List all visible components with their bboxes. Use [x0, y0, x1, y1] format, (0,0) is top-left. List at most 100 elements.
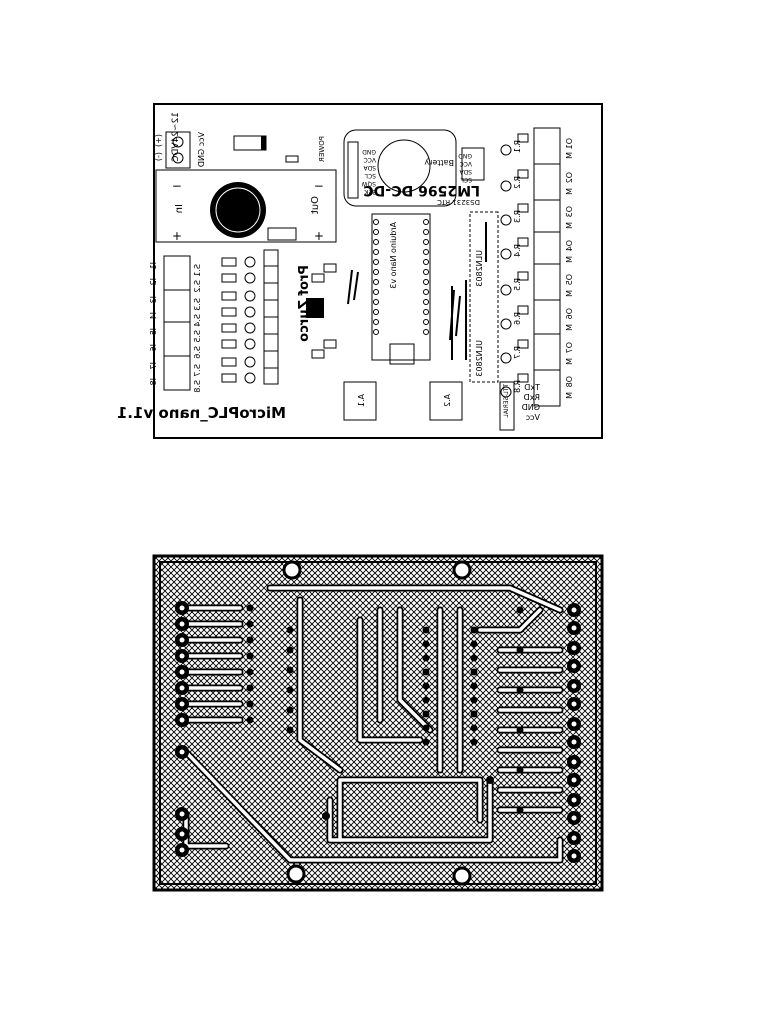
regulator-label: LM2596 DC-DC: [363, 182, 480, 198]
svg-text:S.5: S.5: [193, 330, 202, 343]
ttl-serial-header: [499, 381, 515, 431]
svg-text:M: M: [565, 152, 574, 159]
svg-text:I6: I6: [149, 344, 158, 351]
svg-text:O6: O6: [565, 308, 574, 319]
minus-label: (-): [154, 152, 163, 161]
svg-text:O2: O2: [565, 172, 574, 183]
regulator-in-label: In: [174, 204, 185, 213]
output-labels: O1 M O2 M O3 M O4 M O5 M O6 M O7 M O8 M: [565, 138, 574, 399]
svg-text:SQW: SQW: [361, 180, 376, 187]
svg-text:S.6: S.6: [193, 346, 202, 359]
input-labels: I1 I2 I3 I4 I5 I6 I7 I8: [149, 262, 158, 385]
input-components: [221, 249, 337, 385]
svg-text:M: M: [565, 256, 574, 263]
svg-text:M: M: [565, 188, 574, 195]
driver-label: ULN2803: [475, 250, 484, 287]
svg-text:+: +: [314, 229, 324, 243]
svg-text:O7: O7: [565, 342, 574, 353]
inductor: [210, 182, 266, 238]
rtc-pin-labels: GND VCC SDA SCL SQW 32K GND VCC SDA SCL: [361, 148, 472, 195]
svg-text:SCL: SCL: [364, 172, 376, 179]
rtc-module: [343, 129, 457, 207]
svg-text:M: M: [565, 392, 574, 399]
input-terminal-block: [163, 255, 191, 391]
switch-labels: S.1 S.2 S.3 S.4 S.5 S.6 S.7 S.8: [193, 264, 202, 393]
svg-text:R.2: R.2: [513, 176, 522, 189]
svg-text:ULN2803: ULN2803: [475, 340, 484, 377]
svg-text:M: M: [565, 324, 574, 331]
analog-a1: [343, 381, 377, 421]
power-led-label: POWER: [318, 136, 326, 162]
copper-layer: [152, 554, 604, 892]
svg-text:M: M: [565, 290, 574, 297]
svg-text:RxD: RxD: [524, 393, 540, 402]
svg-text:O1: O1: [565, 138, 574, 149]
nano-header-pads: [246, 604, 524, 820]
svg-text:A.2: A.2: [443, 394, 452, 407]
svg-text:M: M: [565, 358, 574, 365]
relay-components: [500, 133, 529, 398]
battery: [377, 139, 431, 193]
svg-text:R.5: R.5: [513, 278, 522, 291]
svg-text:A.1: A.1: [357, 394, 366, 407]
uln2803: [469, 211, 499, 383]
silkscreen-layout: MicroPLC_nano v1.1 Prof Zurco 12~24VDC V…: [117, 103, 603, 439]
svg-text:S.1: S.1: [193, 264, 202, 277]
svg-text:O8: O8: [565, 376, 574, 387]
rtc-label: DS3231 RTC: [437, 198, 480, 206]
svg-text:S.2: S.2: [193, 280, 202, 293]
svg-text:GND: GND: [362, 148, 376, 155]
svg-text:Vcc: Vcc: [526, 413, 540, 422]
svg-text:R.8: R.8: [513, 380, 522, 393]
svg-text:S.8: S.8: [193, 380, 202, 393]
svg-text:−: −: [172, 179, 182, 193]
svg-text:I2: I2: [149, 278, 158, 285]
svg-text:O5: O5: [565, 274, 574, 285]
vcc-gnd-label: Vcc GND: [197, 132, 206, 167]
svg-text:VCC: VCC: [364, 156, 376, 163]
regulator-out-label: Out: [310, 196, 321, 214]
svg-text:SCL: SCL: [460, 176, 472, 183]
svg-text:I4: I4: [149, 312, 158, 319]
mounting-holes: [282, 560, 472, 886]
svg-text:M: M: [565, 222, 574, 229]
svg-text:32K: 32K: [363, 188, 376, 195]
svg-text:I7: I7: [149, 362, 158, 369]
svg-text:GND: GND: [522, 403, 540, 412]
svg-text:I1: I1: [149, 262, 158, 269]
nano-label: Arduino Nano v3: [389, 222, 398, 289]
arduino-nano: [371, 213, 431, 361]
author-label: Prof Zurco: [297, 265, 312, 342]
svg-text:+: +: [172, 229, 182, 243]
svg-text:SDA: SDA: [459, 168, 472, 175]
svg-text:R.7: R.7: [513, 346, 522, 359]
regulator-module: [155, 169, 337, 243]
svg-text:S.7: S.7: [193, 364, 202, 377]
output-terminal-block: [533, 127, 561, 407]
svg-text:−: −: [314, 179, 324, 193]
relay-labels: R.1 R.2 R.3 R.4 R.5 R.6 R.7 R.8: [513, 140, 522, 393]
power-terminal: [165, 131, 191, 169]
svg-text:SDA: SDA: [363, 164, 376, 171]
svg-text:S.3: S.3: [193, 298, 202, 311]
svg-text:R.3: R.3: [513, 210, 522, 223]
svg-text:TxD: TxD: [524, 383, 541, 392]
plus-label: (+): [154, 134, 163, 147]
svg-text:I3: I3: [149, 296, 158, 303]
svg-text:O4: O4: [565, 240, 574, 251]
svg-text:R.6: R.6: [513, 312, 522, 325]
analog-a2: [429, 381, 463, 421]
battery-label: Battery: [424, 158, 454, 167]
board-title: MicroPLC_nano v1.1: [117, 404, 286, 422]
svg-text:GND: GND: [458, 152, 472, 159]
svg-text:R.1: R.1: [513, 140, 522, 153]
svg-text:R.4: R.4: [513, 244, 522, 257]
svg-text:VCC: VCC: [460, 160, 472, 167]
svg-text:O3: O3: [565, 206, 574, 217]
svg-text:I5: I5: [149, 328, 158, 335]
button-pad: [306, 298, 324, 318]
svg-text:I8: I8: [149, 378, 158, 385]
trace-group: [182, 584, 564, 864]
serial-label: TTL-SERIAL: [503, 383, 510, 418]
svg-text:S.4: S.4: [193, 314, 202, 327]
